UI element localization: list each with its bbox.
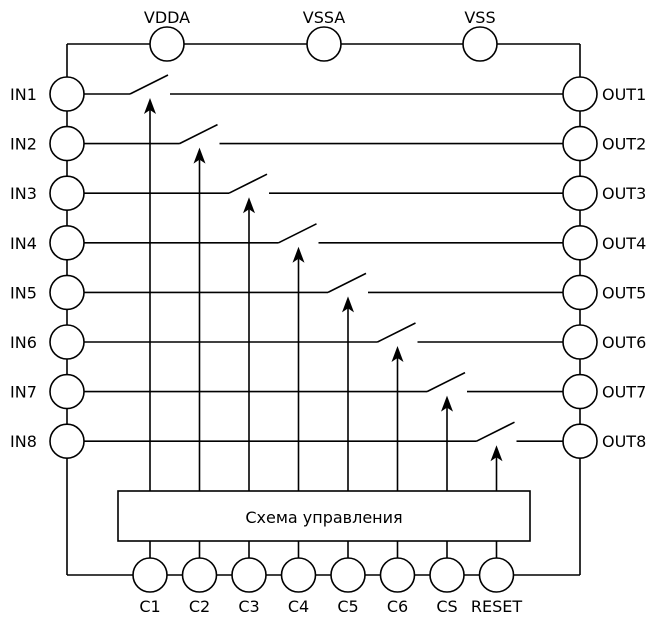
- control-pin-circle: [280, 557, 317, 593]
- control-arrowhead: [243, 197, 255, 214]
- control-pin-label: C1: [139, 597, 160, 616]
- switch-blade: [377, 322, 416, 343]
- control-pin-circle: [132, 557, 168, 593]
- control-pin-circle: [231, 557, 267, 593]
- control-pin-label: C4: [288, 597, 309, 616]
- control-pin-circle: [379, 557, 416, 593]
- control-arrowhead: [193, 147, 206, 164]
- output-pin-circle: [562, 225, 598, 261]
- control-pin-circle: [429, 557, 465, 593]
- input-pin-circle: [49, 125, 85, 162]
- power-pin-label: VSS: [464, 8, 495, 27]
- control-pin-c6: C6: [379, 541, 416, 616]
- input-pin-label: IN6: [10, 333, 37, 352]
- input-pin-circle: [49, 225, 85, 261]
- control-pin-c1: C1: [132, 541, 168, 616]
- control-pin-c5: C5: [330, 541, 366, 616]
- input-pin-label: IN2: [10, 135, 37, 154]
- channel-8: IN8 OUT8: [10, 421, 646, 491]
- control-pins: C1 C2 C3 C4 C5 C6 CS RESET: [132, 541, 522, 616]
- control-pin-label: C5: [337, 597, 358, 616]
- output-pin-label: OUT3: [602, 184, 646, 203]
- input-pin-label: IN8: [10, 432, 37, 451]
- input-pin-label: IN3: [10, 184, 37, 203]
- channel-1: IN1 OUT1: [10, 74, 646, 491]
- control-arrowhead: [342, 296, 354, 313]
- input-pin-circle: [49, 76, 85, 112]
- control-arrowhead: [391, 346, 404, 362]
- power-pin-vdda: VDDA: [144, 8, 190, 62]
- power-pin-label: VSSA: [303, 8, 346, 27]
- output-pin-circle: [562, 274, 598, 311]
- input-pin-label: IN4: [10, 234, 37, 253]
- control-pin-cs: CS: [429, 541, 465, 616]
- power-pin-vss: VSS: [462, 8, 498, 62]
- input-pin-circle: [49, 175, 85, 211]
- control-pin-label: C2: [189, 597, 210, 616]
- pin-circle: [306, 26, 342, 62]
- input-pin-circle: [49, 324, 85, 360]
- control-pin-label: C3: [238, 597, 259, 616]
- control-block: Схема управления: [117, 490, 531, 542]
- input-pin-label: IN7: [10, 383, 37, 402]
- output-pin-circle: [562, 125, 598, 162]
- channel-5: IN5 OUT5: [10, 272, 646, 491]
- control-pin-c2: C2: [181, 541, 218, 616]
- input-pin-circle: [49, 423, 85, 460]
- output-pin-label: OUT1: [602, 85, 646, 104]
- switch-blade: [129, 74, 169, 95]
- switch-blade: [327, 272, 367, 294]
- output-pin-circle: [562, 175, 598, 211]
- control-pin-label: C6: [387, 597, 408, 616]
- output-pin-circle: [562, 324, 598, 360]
- channel-4: IN4 OUT4: [10, 223, 646, 491]
- control-pin-label: CS: [436, 597, 457, 616]
- control-pin-c3: C3: [231, 541, 267, 616]
- channel-3: IN3 OUT3: [10, 173, 646, 491]
- channel-7: IN7 OUT7: [10, 371, 646, 491]
- control-block-rect: [117, 490, 531, 542]
- output-pin-label: OUT4: [602, 234, 646, 253]
- control-pin-c4: C4: [280, 541, 317, 616]
- channel-6: IN6 OUT6: [10, 322, 646, 491]
- control-pin-circle: [478, 557, 515, 593]
- input-pin-circle: [49, 274, 85, 311]
- control-pin-reset: RESET: [471, 541, 522, 616]
- output-pin-circle: [562, 76, 598, 112]
- output-pin-label: OUT5: [602, 283, 646, 302]
- input-pin-label: IN1: [10, 85, 37, 104]
- output-pin-label: OUT2: [602, 135, 646, 154]
- control-arrowhead: [144, 98, 156, 114]
- output-pin-label: OUT8: [602, 432, 646, 451]
- control-pin-label: RESET: [471, 597, 522, 616]
- control-arrowhead: [292, 246, 305, 263]
- switch-blade: [476, 421, 515, 442]
- power-pin-label: VDDA: [144, 8, 190, 27]
- control-arrowhead: [441, 395, 453, 412]
- output-pin-circle: [562, 373, 598, 410]
- control-pin-circle: [181, 557, 218, 593]
- switch-blade: [228, 173, 268, 194]
- switch-blade: [179, 123, 218, 145]
- pin-circle: [462, 26, 498, 62]
- control-arrowhead: [490, 445, 503, 462]
- output-pin-label: OUT7: [602, 383, 646, 402]
- switch-blade: [426, 371, 466, 393]
- input-pin-circle: [49, 373, 85, 410]
- control-block-label: Схема управления: [245, 508, 402, 527]
- output-pin-label: OUT6: [602, 333, 646, 352]
- switch-blade: [278, 223, 317, 244]
- power-pin-vssa: VSSA: [303, 8, 346, 62]
- output-pin-circle: [562, 423, 598, 460]
- pin-circle: [149, 26, 185, 62]
- control-pin-circle: [330, 557, 366, 593]
- input-pin-label: IN5: [10, 283, 37, 302]
- channel-2: IN2 OUT2: [10, 123, 646, 491]
